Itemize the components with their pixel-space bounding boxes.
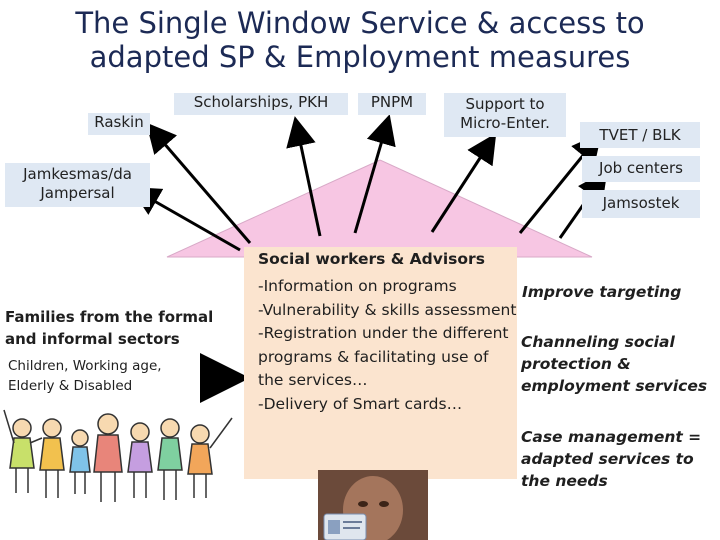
outcome-case-management: Case management = adapted services to th… bbox=[521, 426, 701, 492]
arrow-pnpm bbox=[353, 114, 396, 234]
families-sub-line1: Children, Working age, bbox=[8, 358, 162, 374]
title-line-1: The Single Window Service & access to bbox=[75, 6, 645, 40]
single-window-item: the services… bbox=[258, 371, 368, 389]
outcome-case-line3: the needs bbox=[521, 472, 608, 490]
arrow-jamkesmas bbox=[129, 187, 241, 252]
program-pnpm: PNPM bbox=[358, 93, 426, 115]
single-window-item: -Delivery of Smart cards… bbox=[258, 394, 463, 413]
program-jamsostek-label: Jamsostek bbox=[602, 194, 680, 212]
program-support-line1: Support to bbox=[465, 95, 545, 113]
arrow-raskin bbox=[146, 122, 252, 244]
families-heading: Families from the formal and informal se… bbox=[5, 306, 240, 350]
single-window-item: -Vulnerability & skills assessment bbox=[258, 300, 517, 319]
outcome-channeling: Channeling social protection & employmen… bbox=[521, 331, 707, 397]
outcome-channeling-line2: protection & bbox=[521, 355, 631, 373]
program-scholarships-label: Scholarships, PKH bbox=[193, 93, 329, 111]
program-pnpm-label: PNPM bbox=[370, 93, 414, 111]
arrow-tvet bbox=[518, 132, 602, 234]
single-window-box bbox=[244, 247, 517, 479]
family-illustration bbox=[3, 409, 233, 502]
slide-title: The Single Window Service & access to ad… bbox=[0, 6, 720, 74]
program-scholarships: Scholarships, PKH bbox=[174, 93, 348, 115]
program-jamkesmas-line2: Jampersal bbox=[40, 184, 115, 202]
outcome-case-line2: adapted services to bbox=[521, 450, 694, 468]
program-jamsostek: Jamsostek bbox=[582, 190, 700, 218]
single-window-roof bbox=[166, 159, 593, 258]
program-tvet: TVET / BLK bbox=[580, 122, 700, 148]
single-window-heading: Social workers & Advisors bbox=[258, 250, 485, 268]
arrow-support bbox=[430, 132, 497, 233]
families-sub-line2: Elderly & Disabled bbox=[8, 378, 133, 394]
single-window-item: programs & facilitating use of bbox=[258, 347, 489, 366]
program-job-centers-label: Job centers bbox=[599, 159, 683, 177]
arrow-scholarships bbox=[286, 116, 322, 237]
families-subtext: Children, Working age, Elderly & Disable… bbox=[8, 356, 208, 396]
single-window-item: -Information on programs bbox=[258, 277, 457, 295]
families-heading-line1: Families from the formal bbox=[5, 308, 214, 326]
outcome-channeling-line1: Channeling social bbox=[521, 333, 675, 351]
outcome-case-line1: Case management = bbox=[521, 428, 702, 446]
program-tvet-label: TVET / BLK bbox=[599, 126, 681, 144]
program-raskin-label: Raskin bbox=[94, 113, 144, 131]
program-job-centers: Job centers bbox=[582, 156, 700, 182]
program-support: Support to Micro-Enter. bbox=[444, 93, 566, 137]
program-jamkesmas-line1: Jamkesmas/da bbox=[23, 165, 132, 183]
program-jamkesmas: Jamkesmas/da Jampersal bbox=[5, 163, 150, 207]
outcome-channeling-line3: employment services bbox=[521, 377, 708, 395]
title-line-2: adapted SP & Employment measures bbox=[89, 40, 631, 74]
program-raskin: Raskin bbox=[88, 113, 150, 135]
single-window-item: -Registration under the different bbox=[258, 324, 509, 342]
person-with-card-photo bbox=[318, 470, 428, 540]
outcome-improve-targeting: Improve targeting bbox=[522, 283, 682, 301]
program-support-line2: Micro-Enter. bbox=[460, 114, 550, 132]
single-window-list: -Information on programs -Vulnerability … bbox=[258, 275, 516, 416]
families-heading-line2: and informal sectors bbox=[5, 330, 180, 348]
